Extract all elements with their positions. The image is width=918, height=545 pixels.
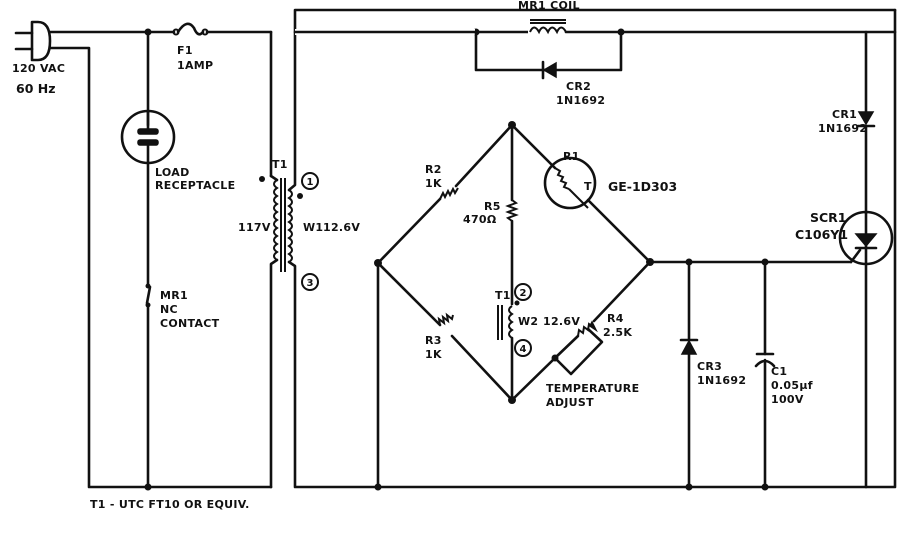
scr1-value-label: C106Y1 [795, 227, 848, 242]
temperature-adjust-line2: ADJUST [546, 396, 594, 409]
cr2-ref-label: CR2 [566, 80, 591, 93]
resistor-r2-icon [439, 186, 459, 200]
source-frequency-label: 60 Hz [16, 81, 55, 96]
pin-3-label: 3 [307, 278, 314, 289]
r4-ref-label: R4 [607, 312, 624, 325]
junction-dot [761, 483, 769, 491]
c1-ref-label: C1 [771, 365, 787, 378]
ac-plug-icon [14, 20, 52, 62]
wire-primary-bottom [269, 258, 279, 489]
thermistor-r1-icon [543, 156, 597, 210]
f1-ref-label: F1 [177, 44, 193, 57]
polarity-dot [297, 193, 303, 199]
load-label-line2: RECEPTACLE [155, 179, 235, 192]
source-voltage-label: 120 VAC [12, 62, 65, 75]
wire-secondary-return [287, 8, 897, 489]
r3-ref-label: R3 [425, 334, 442, 347]
potentiometer-r4-icon [577, 320, 598, 337]
wire-secondary-top [287, 8, 897, 192]
resistor-r5-icon [505, 199, 519, 222]
cr3-ref-label: CR3 [697, 360, 722, 373]
r5-value-label: 470Ω [463, 213, 497, 226]
cr2-value-label: 1N1692 [556, 94, 605, 107]
f1-value-label: 1AMP [177, 59, 213, 72]
c1-voltage-label: 100V [771, 393, 804, 406]
t1-ref-label: T1 [272, 158, 288, 171]
mr1-contact-line1: MR1 [160, 289, 188, 302]
t1-primary-voltage-label: 117V [238, 221, 271, 234]
r2-value-label: 1K [425, 177, 442, 190]
r1-value-label: GE-1D303 [608, 179, 677, 194]
mr1-contact-line2: NC [160, 303, 178, 316]
temperature-adjust-line1: TEMPERATURE [546, 382, 639, 395]
w2-voltage-label: 12.6V [543, 315, 580, 328]
wire-cr2-loop [474, 30, 623, 72]
wire-line-neutral [48, 46, 150, 489]
polarity-dot [514, 300, 520, 306]
w1-voltage-label: 12.6V [323, 221, 360, 234]
resistor-r3-icon [437, 312, 454, 326]
r4-value-label: 2.5K [603, 326, 632, 339]
r1-symbol-label: T [584, 180, 592, 193]
load-receptacle-icon [120, 109, 176, 165]
fuse-f1 [146, 22, 273, 36]
pin-4-marker [514, 339, 532, 357]
pin-2-label: 2 [520, 288, 527, 299]
diode-cr2-icon [541, 60, 557, 80]
r5-ref-label: R5 [484, 200, 501, 213]
w2-ref-label: W2 [518, 315, 538, 328]
mr1-coil-label: MR1 COIL [518, 0, 580, 12]
footnote-label: T1 - UTC FT10 OR EQUIV. [90, 498, 250, 511]
transformer-primary-coil-icon [273, 178, 293, 272]
junction-dot [685, 483, 693, 491]
w1-ref-label: W1 [303, 221, 323, 234]
cr3-value-label: 1N1692 [697, 374, 746, 387]
cr1-value-label: 1N1692 [818, 122, 867, 135]
junction-dot [374, 483, 382, 491]
pin-1-label: 1 [307, 177, 314, 188]
mr1-contact-line3: CONTACT [160, 317, 220, 330]
transformer-w2-coil-icon [497, 305, 514, 340]
load-label-line1: LOAD [155, 166, 190, 179]
r2-ref-label: R2 [425, 163, 442, 176]
pin-4-label: 4 [520, 344, 527, 355]
r3-value-label: 1K [425, 348, 442, 361]
cr1-ref-label: CR1 [832, 108, 857, 121]
w2-t1-ref-label: T1 [495, 289, 511, 302]
pin-3-marker [301, 273, 319, 291]
r1-ref-label: R1 [563, 150, 580, 163]
polarity-dot [259, 176, 265, 182]
wire-r4-wiper-loop [553, 327, 604, 376]
pin-2-marker [514, 283, 532, 301]
c1-value-label: 0.05μf [771, 379, 813, 392]
diode-cr3-icon [679, 338, 699, 355]
relay-coil-icon [528, 19, 567, 35]
pin-1-marker [301, 172, 319, 190]
scr1-ref-label: SCR1 [810, 210, 847, 225]
